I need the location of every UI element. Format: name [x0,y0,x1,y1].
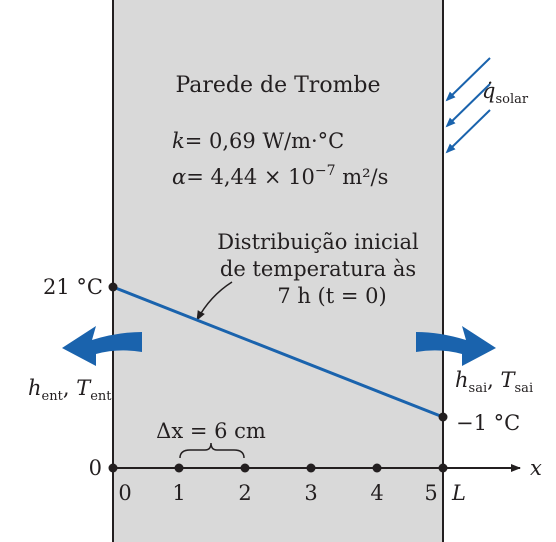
node-label-L: L [451,481,466,505]
node-label-0: 0 [118,481,131,505]
wall-slab [113,0,443,542]
node-4 [372,463,382,473]
annotation-pointer-arrow [196,281,233,321]
annotation-line-2: de temperatura às [220,257,416,281]
node-1 [174,463,184,473]
nodes [108,463,448,473]
conductivity-label: k= 0,69 W/m·°C [172,129,344,153]
node-label-4: 4 [370,481,383,505]
solar-flux-label: q̇solar [482,79,529,107]
temperature-point-right [438,412,448,422]
annotation-line-1: Distribuição inicial [217,230,419,254]
temperature-point-left [108,282,118,292]
annotation-line-3: 7 h (t = 0) [277,284,386,308]
node-2 [240,463,250,473]
diffusivity-label: α= 4,44 × 10−7 m²/s [172,163,388,189]
dx-brace [179,442,245,459]
x-axis-label: x [530,456,542,480]
node-label-5: 5 [424,481,437,505]
left-temperature-label: 21 °C [43,275,103,299]
wall-title: Parede de Trombe [175,73,380,98]
node-label-3: 3 [304,481,317,505]
node-labels: 0 1 2 3 4 5 L [118,481,466,505]
node-5 [438,463,448,473]
temperature-profile-line [112,285,444,419]
solar-arrow [445,83,491,128]
node-label-1: 1 [172,481,185,505]
node-3 [306,463,316,473]
right-temperature-label: −1 °C [456,411,520,435]
right-convection-arrow [416,326,496,366]
right-convection-label: hsai, Tsai [455,368,533,396]
axis-origin-label: 0 [89,456,102,480]
dx-label: Δx = 6 cm [156,419,266,443]
node-label-2: 2 [238,481,251,505]
left-convection-arrow [62,326,142,366]
left-convection-label: hent, Tent [28,376,112,404]
solar-radiation-arrows [445,57,491,154]
solar-arrow [445,57,491,102]
solar-arrow [445,109,491,154]
node-0 [108,463,118,473]
